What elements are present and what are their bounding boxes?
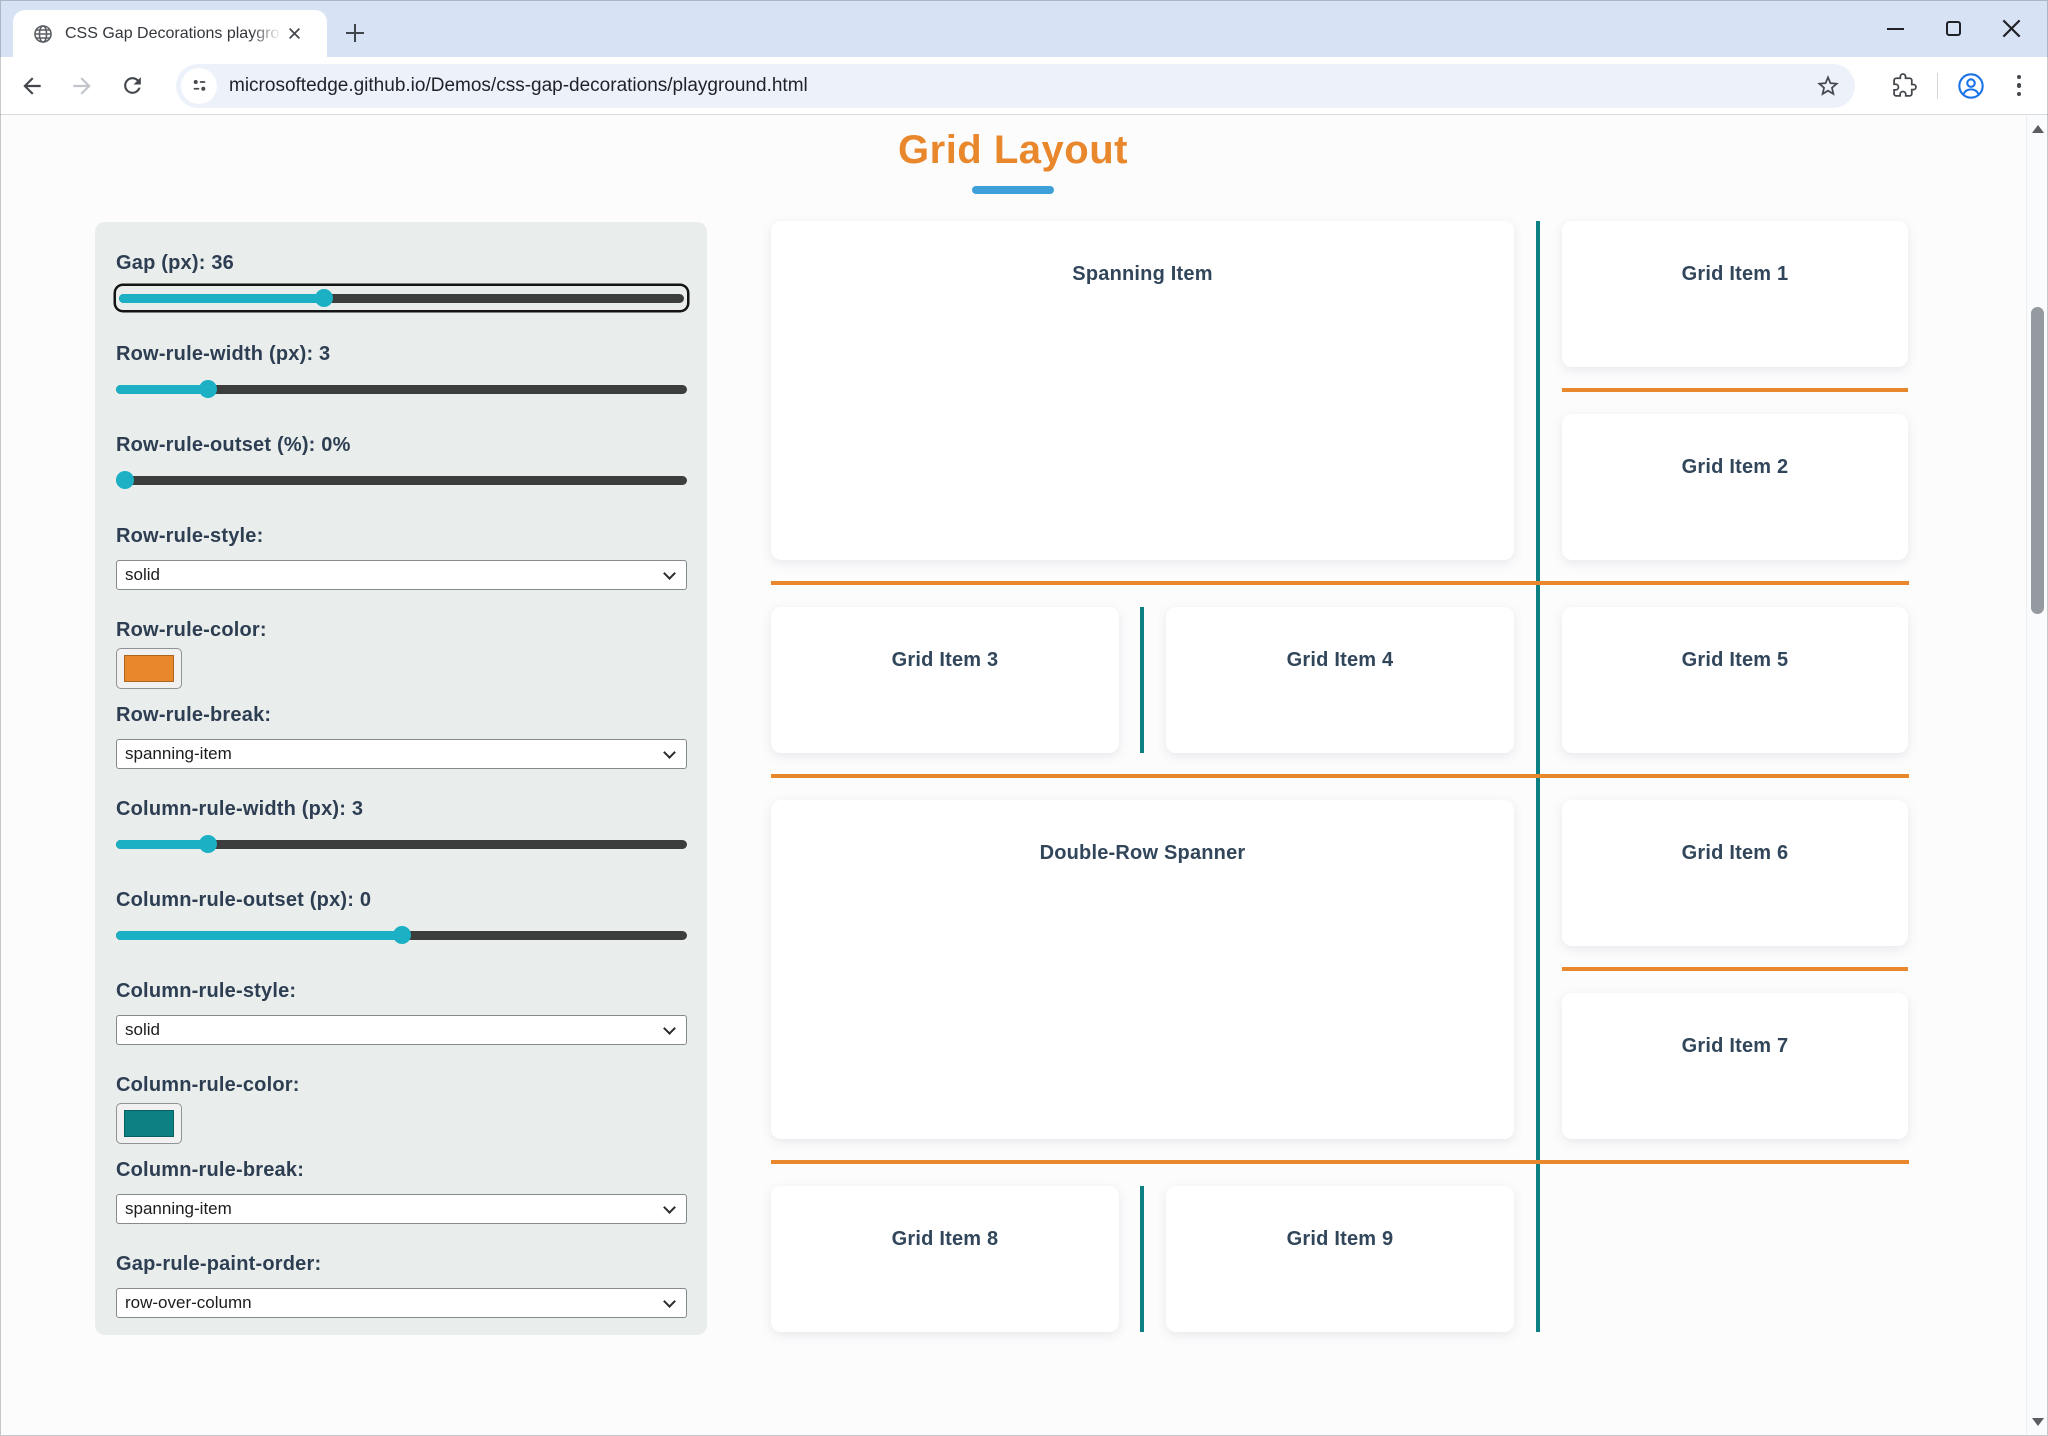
gap-slider-label: Gap (px): 36 xyxy=(116,252,234,274)
chevron-down-icon xyxy=(663,1294,676,1308)
tab-close-icon[interactable] xyxy=(283,23,305,45)
new-tab-button[interactable] xyxy=(340,18,370,48)
controls-panel: Gap (px): 36 Row-rule-width (px): 3 Row-… xyxy=(95,222,707,1335)
scrollbar-thumb[interactable] xyxy=(2030,307,2044,614)
row-rule-color-label: Row-rule-color: xyxy=(116,619,267,641)
column-rule-color-label: Column-rule-color: xyxy=(116,1074,300,1096)
grid-item-card: Double-Row Spanner xyxy=(771,800,1514,1139)
column-rule-style-label: Column-rule-style: xyxy=(116,980,297,1002)
grid-item-card: Grid Item 7 xyxy=(1562,993,1908,1139)
row-rule-segment xyxy=(771,774,1909,778)
grid-item-card: Grid Item 9 xyxy=(1166,1186,1514,1332)
page-scrollbar[interactable] xyxy=(2026,116,2047,1435)
row-rule-segment xyxy=(771,581,1909,585)
bookmark-star-icon[interactable] xyxy=(1815,73,1841,99)
row-rule-break-label: Row-rule-break: xyxy=(116,704,272,726)
row-rule-outset-label: Row-rule-outset (%): 0% xyxy=(116,434,351,456)
tab-title: CSS Gap Decorations playgroun xyxy=(65,24,281,42)
chevron-down-icon xyxy=(663,566,676,580)
back-arrow-icon xyxy=(23,76,41,95)
grid-item-card: Grid Item 2 xyxy=(1562,414,1908,560)
color-swatch xyxy=(124,655,174,682)
row-rule-color-picker[interactable] xyxy=(116,648,182,689)
chevron-down-icon xyxy=(663,1200,676,1214)
row-rule-style-label: Row-rule-style: xyxy=(116,525,264,547)
slider-thumb[interactable] xyxy=(392,926,411,944)
row-rule-width-slider[interactable] xyxy=(116,377,687,401)
browser-toolbar: microsoftedge.github.io/Demos/css-gap-de… xyxy=(0,57,2048,115)
browser-tab-strip: CSS Gap Decorations playgroun xyxy=(0,0,2048,57)
grid-item-card: Grid Item 1 xyxy=(1562,221,1908,367)
back-button[interactable] xyxy=(18,72,46,100)
toolbar-divider xyxy=(1937,72,1938,99)
url-bar[interactable]: microsoftedge.github.io/Demos/css-gap-de… xyxy=(176,63,1855,108)
grid-item-card: Grid Item 4 xyxy=(1166,607,1514,753)
close-icon xyxy=(2002,19,2020,38)
column-rule-segment xyxy=(1140,607,1144,753)
row-rule-segment xyxy=(1562,388,1908,392)
url-text[interactable]: microsoftedge.github.io/Demos/css-gap-de… xyxy=(229,74,808,96)
gap-rule-paint-order-select[interactable]: row-over-column xyxy=(116,1288,687,1318)
grid-layout-demo: Spanning Item Grid Item 1 Grid Item 2 Gr… xyxy=(771,221,1909,1332)
color-swatch xyxy=(124,1110,174,1137)
extensions-icon[interactable] xyxy=(1889,71,1919,101)
minimize-icon xyxy=(1886,27,1904,30)
forward-button[interactable] xyxy=(68,72,96,100)
column-rule-width-slider[interactable] xyxy=(116,832,687,856)
window-maximize-button[interactable] xyxy=(1924,0,1982,57)
site-info-icon[interactable] xyxy=(181,67,217,104)
slider-thumb[interactable] xyxy=(198,835,217,853)
gap-rule-paint-order-label: Gap-rule-paint-order: xyxy=(116,1253,322,1275)
slider-thumb[interactable] xyxy=(315,289,334,307)
globe-favicon-icon xyxy=(34,24,52,43)
window-close-button[interactable] xyxy=(1982,0,2040,57)
row-rule-width-label: Row-rule-width (px): 3 xyxy=(116,343,331,365)
grid-item-card: Grid Item 3 xyxy=(771,607,1119,753)
scrollbar-down-button[interactable] xyxy=(2027,1411,2048,1433)
column-rule-color-picker[interactable] xyxy=(116,1103,182,1144)
row-rule-segment xyxy=(1562,967,1908,971)
gap-slider[interactable] xyxy=(116,286,687,310)
window-controls xyxy=(1866,0,2040,57)
column-rule-segment xyxy=(1140,1186,1144,1332)
arrow-up-icon xyxy=(2031,125,2044,133)
row-rule-style-select[interactable]: solid xyxy=(116,560,687,590)
plus-icon xyxy=(346,24,364,42)
reload-button[interactable] xyxy=(118,72,146,100)
page-title: Grid Layout xyxy=(898,128,1128,172)
chevron-down-icon xyxy=(663,1021,676,1035)
browser-tab[interactable]: CSS Gap Decorations playgroun xyxy=(13,10,327,57)
slider-thumb[interactable] xyxy=(116,471,134,489)
column-rule-outset-label: Column-rule-outset (px): 0 xyxy=(116,889,372,911)
column-rule-outset-slider[interactable] xyxy=(116,923,687,947)
forward-arrow-icon xyxy=(73,76,91,95)
row-rule-outset-slider[interactable] xyxy=(116,468,687,492)
column-rule-style-select[interactable]: solid xyxy=(116,1015,687,1045)
title-underline xyxy=(972,186,1054,194)
grid-item-card: Grid Item 6 xyxy=(1562,800,1908,946)
browser-menu-icon[interactable] xyxy=(2004,71,2034,101)
row-rule-segment xyxy=(771,1160,1909,1164)
scrollbar-up-button[interactable] xyxy=(2027,118,2048,140)
column-rule-break-label: Column-rule-break: xyxy=(116,1159,305,1181)
column-rule-width-label: Column-rule-width (px): 3 xyxy=(116,798,364,820)
arrow-down-icon xyxy=(2031,1418,2044,1426)
slider-thumb[interactable] xyxy=(198,380,217,398)
column-rule-break-select[interactable]: spanning-item xyxy=(116,1194,687,1224)
chevron-down-icon xyxy=(663,745,676,759)
grid-item-card: Spanning Item xyxy=(771,221,1514,560)
maximize-icon xyxy=(1945,21,1961,36)
row-rule-break-select[interactable]: spanning-item xyxy=(116,739,687,769)
grid-item-card: Grid Item 5 xyxy=(1562,607,1908,753)
window-minimize-button[interactable] xyxy=(1866,0,1924,57)
grid-item-card: Grid Item 8 xyxy=(771,1186,1119,1332)
profile-avatar-icon[interactable] xyxy=(1956,71,1986,101)
reload-icon xyxy=(123,77,141,94)
